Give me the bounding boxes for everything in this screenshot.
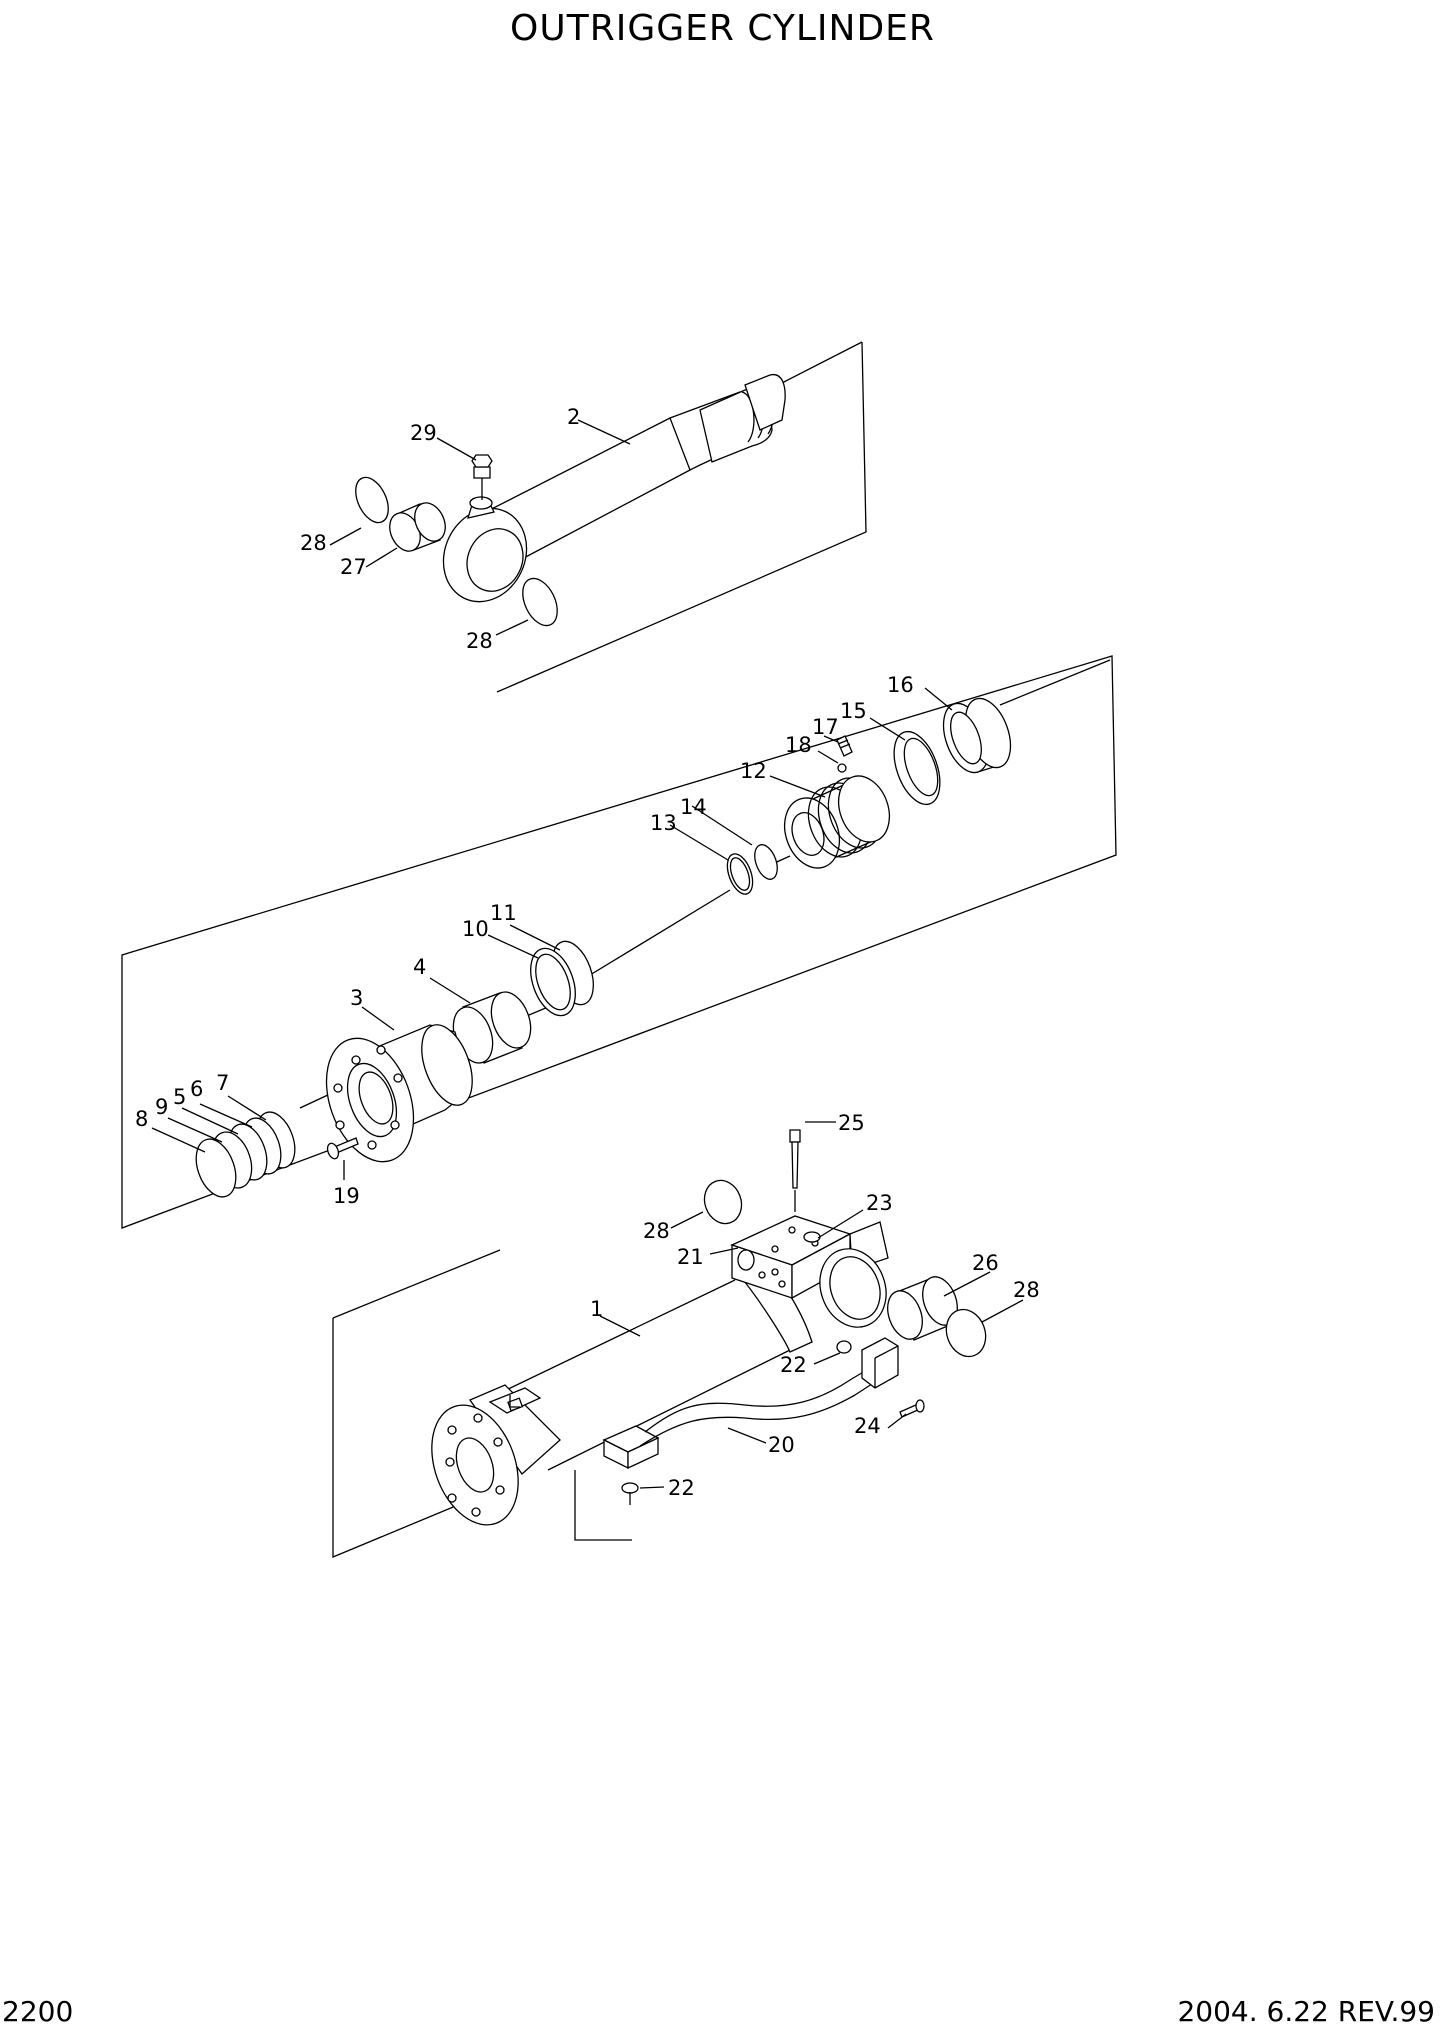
callout-14: 14 <box>680 795 707 819</box>
part-grease-nipple <box>471 454 493 500</box>
part-steel-ball <box>837 763 847 773</box>
part-o-ring-10 <box>530 947 576 1017</box>
callout-6: 6 <box>190 1077 203 1101</box>
callout-3: 3 <box>350 986 363 1010</box>
callout-26: 26 <box>972 1251 999 1275</box>
callout-22: 22 <box>780 1353 807 1377</box>
callout-7: 7 <box>216 1071 229 1095</box>
callout-17: 17 <box>812 715 839 739</box>
group-frame-rod <box>496 341 867 693</box>
part-socket-bolt-24 <box>899 1399 925 1418</box>
callout-1: 1 <box>590 1297 603 1321</box>
part-tube-assembly <box>431 1269 813 1541</box>
callout-8: 8 <box>135 1107 148 1131</box>
part-seal-8 <box>195 1138 237 1198</box>
callout-13: 13 <box>650 811 677 835</box>
group-frame-tube <box>332 1318 459 1558</box>
part-o-ring-22-upper <box>836 1340 852 1354</box>
callout-27: 27 <box>340 555 367 579</box>
callout-9: 9 <box>155 1095 168 1119</box>
callout-16: 16 <box>887 673 914 697</box>
callout-11: 11 <box>490 901 517 925</box>
callout-28: 28 <box>466 629 493 653</box>
revision-date: 2004. 6.22 REV.99 <box>1177 1995 1435 2028</box>
callout-25: 25 <box>838 1111 865 1135</box>
part-o-ring-28-block <box>703 1179 743 1225</box>
rod-assembly-group <box>329 341 867 693</box>
part-dust-seal-ring <box>355 476 389 524</box>
callout-2: 2 <box>567 405 580 429</box>
part-backup-ring-14 <box>754 844 778 880</box>
page-number: 2200 <box>2 1995 74 2028</box>
part-bushing <box>389 502 446 552</box>
part-pin-bushing-26 <box>887 1276 958 1341</box>
callout-28: 28 <box>300 531 327 555</box>
callout-24: 24 <box>854 1414 881 1438</box>
part-piston-rod <box>442 373 786 603</box>
callout-23: 23 <box>866 1191 893 1215</box>
callout-12: 12 <box>740 759 767 783</box>
part-socket-bolt-19 <box>326 1137 359 1160</box>
part-o-ring-13 <box>726 853 754 895</box>
callout-4: 4 <box>413 955 426 979</box>
callout-19: 19 <box>333 1184 360 1208</box>
gland-piston-group <box>121 655 1117 1229</box>
tube-assembly-group <box>332 1121 1024 1558</box>
group-frame-gland <box>121 655 1117 1229</box>
callout-18: 18 <box>785 733 812 757</box>
callout-10: 10 <box>462 917 489 941</box>
callout-21: 21 <box>677 1245 704 1269</box>
callout-22: 22 <box>668 1476 695 1500</box>
callout-15: 15 <box>840 699 867 723</box>
part-o-ring-22-lower <box>621 1482 639 1494</box>
part-dust-seal-28-tube <box>945 1308 987 1358</box>
part-dust-seal-ring <box>522 577 558 627</box>
part-pipe-assembly <box>602 1337 899 1470</box>
part-rod-cover-gland <box>325 1024 473 1163</box>
part-wear-ring-16 <box>942 697 1012 774</box>
callout-28: 28 <box>643 1219 670 1243</box>
diagram-title: OUTRIGGER CYLINDER <box>510 8 935 49</box>
callout-28: 28 <box>1013 1278 1040 1302</box>
callout-5: 5 <box>173 1085 186 1109</box>
part-piston <box>783 775 891 869</box>
callout-29: 29 <box>410 421 437 445</box>
part-socket-bolt-25 <box>789 1129 801 1212</box>
callout-20: 20 <box>768 1433 795 1457</box>
part-valve-block <box>730 1215 889 1328</box>
